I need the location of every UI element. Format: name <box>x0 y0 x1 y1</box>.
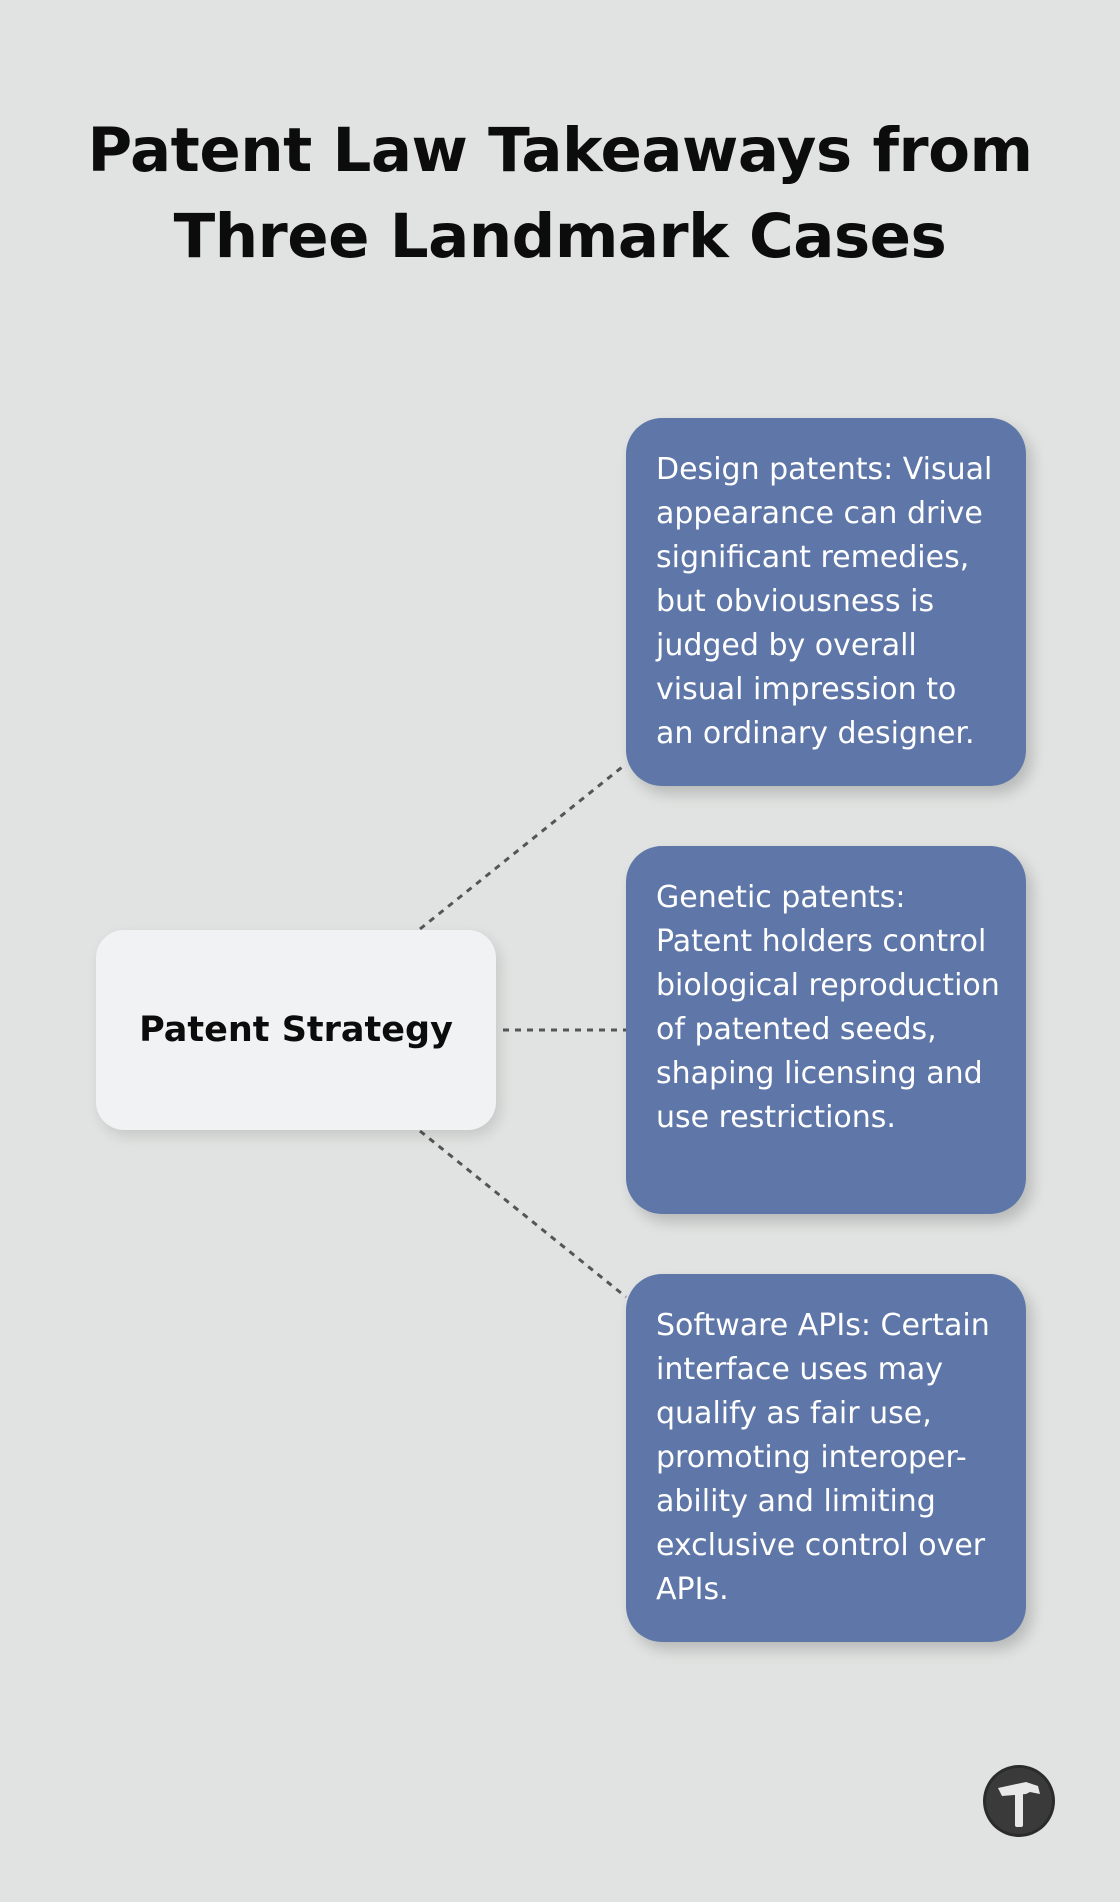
takeaway-card-text: Genetic patents: Patent holders control … <box>656 880 1000 1135</box>
takeaway-card-genetic-patents: Genetic patents: Patent holders control … <box>626 846 1026 1214</box>
center-node: Patent Strategy <box>96 930 496 1130</box>
connector-top <box>419 762 627 931</box>
takeaway-card-software-apis: Software APIs: Certain interface uses ma… <box>626 1274 1026 1642</box>
takeaway-card-text: Design patents: Visual appearance can dr… <box>656 452 993 751</box>
takeaway-card-design-patents: Design patents: Visual appearance can dr… <box>626 418 1026 786</box>
takeaway-card-text: Software APIs: Certain interface uses ma… <box>656 1308 990 1607</box>
connector-bottom <box>419 1129 627 1299</box>
center-node-label: Patent Strategy <box>139 1010 453 1050</box>
page-title: Patent Law Takeaways from Three Landmark… <box>87 115 1033 272</box>
hammer-logo-icon <box>983 1765 1055 1837</box>
